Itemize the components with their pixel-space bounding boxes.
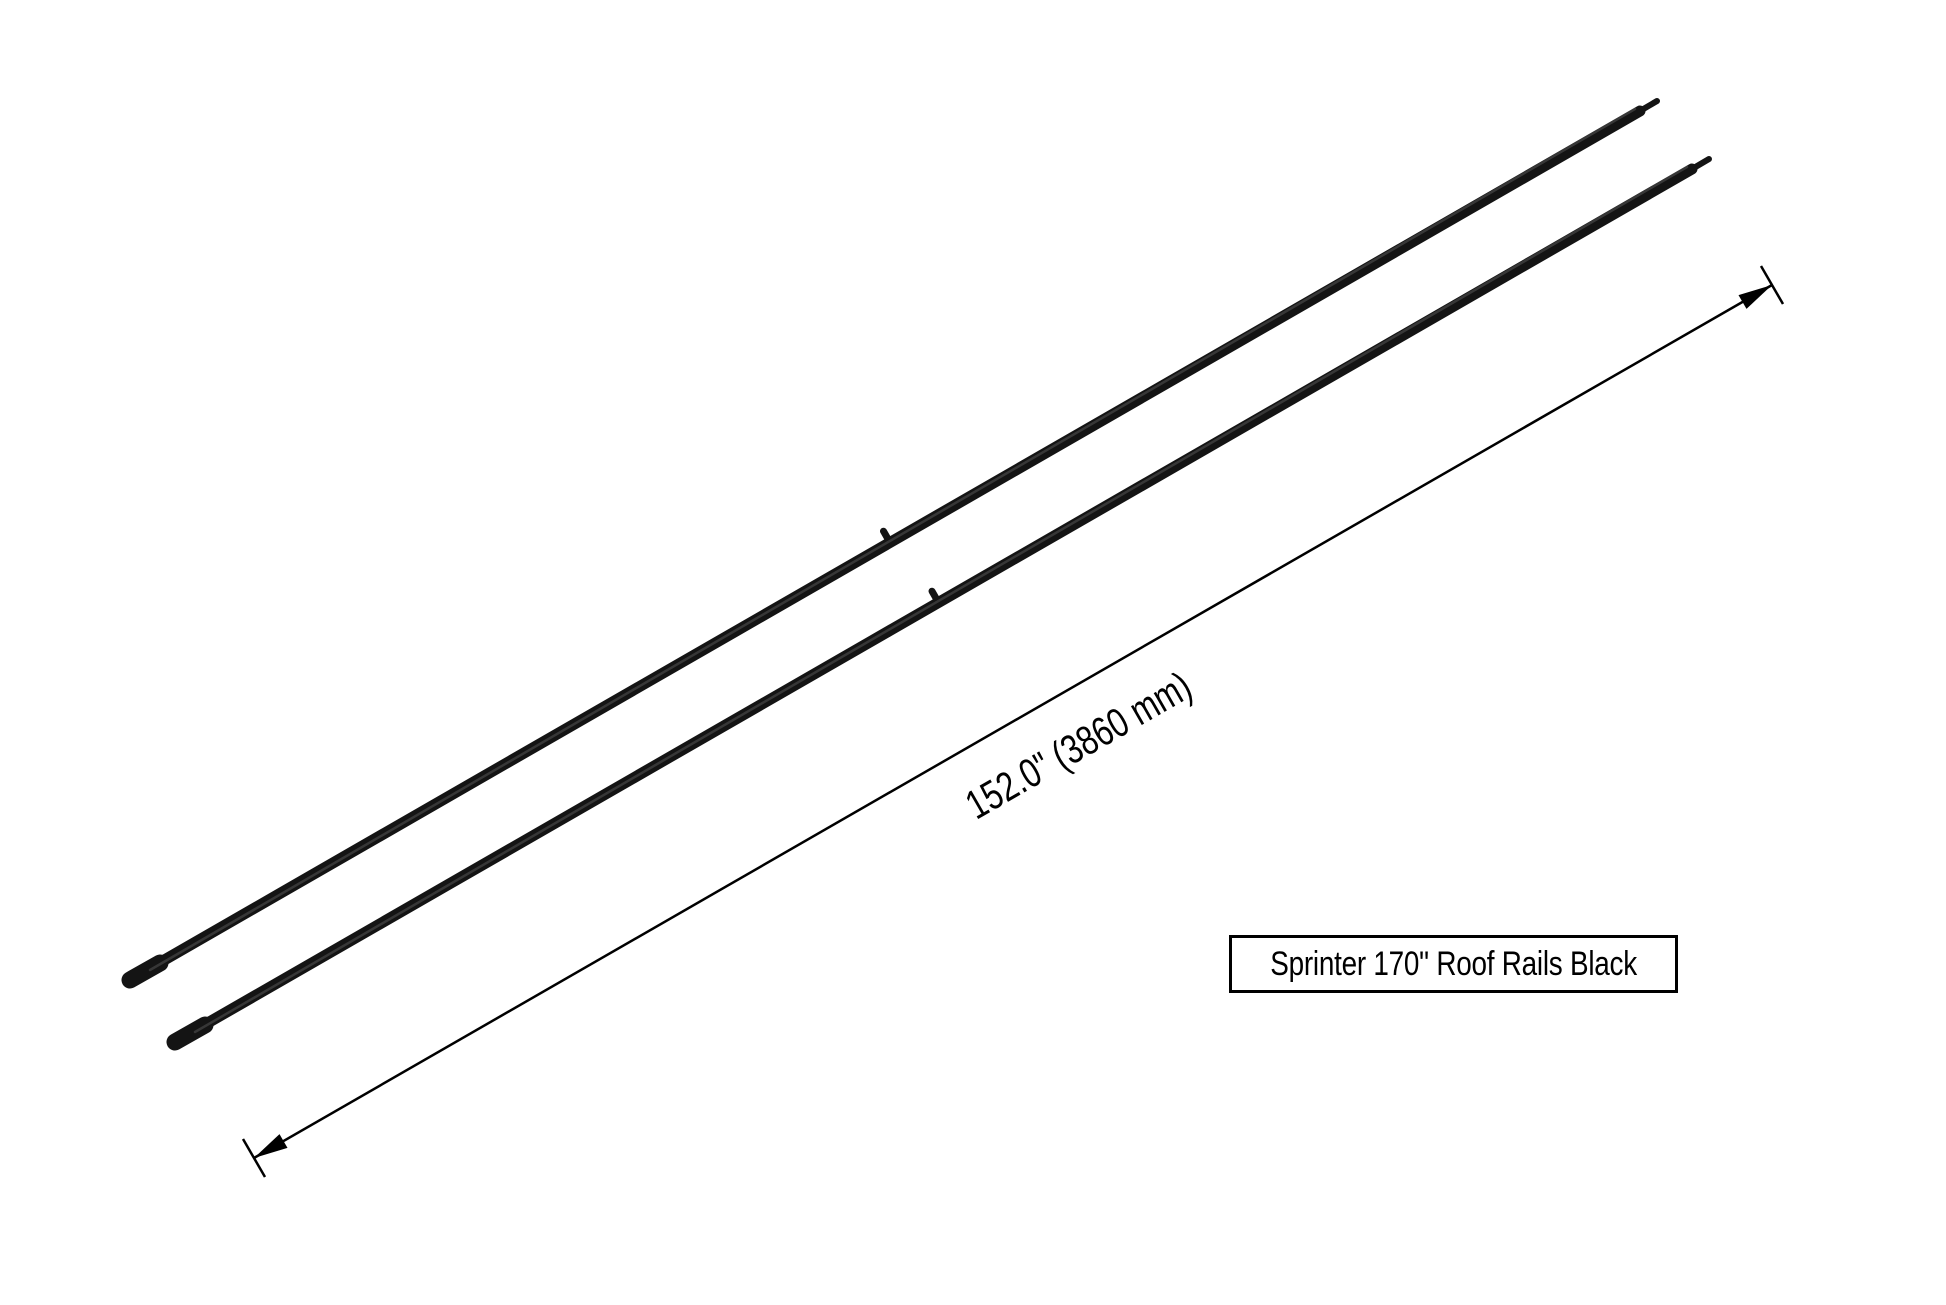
rail-lower-tip [1689, 156, 1712, 172]
dimension-arrowhead-start [254, 1134, 288, 1158]
rail-upper-joint-mark [880, 527, 891, 542]
rail-lower-joint-mark [928, 587, 940, 602]
rail-lower-highlight [193, 165, 1689, 1034]
product-label-box: Sprinter 170" Roof Rails Black [1229, 935, 1678, 993]
roof-rails-group [121, 98, 1712, 1051]
dimension-arrowhead-end [1738, 285, 1772, 309]
dimension-label: 152.0" (3860 mm) [958, 663, 1199, 828]
rail-highlights-group [148, 107, 1689, 1034]
product-label: Sprinter 170" Roof Rails Black [1270, 944, 1637, 983]
rail-upper-tip [1637, 98, 1660, 114]
dimension-line [253, 283, 1773, 1160]
rail-upper-highlight [148, 107, 1637, 972]
dimension-group: 152.0" (3860 mm) [241, 265, 1785, 1178]
